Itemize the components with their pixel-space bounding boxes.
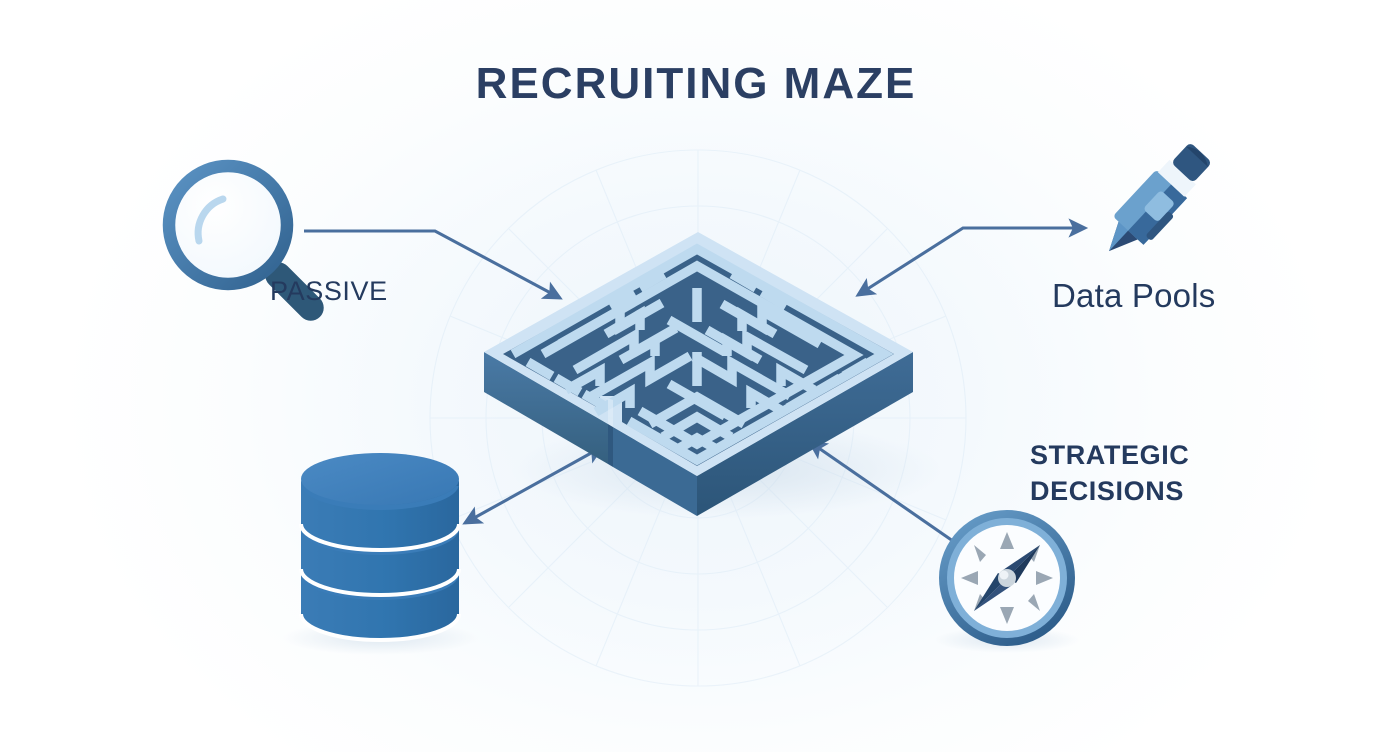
compass-needle-south-b — [974, 573, 1007, 611]
magnifier-icon[interactable] — [162, 159, 329, 326]
connector-passive-to-maze — [304, 229, 563, 300]
maze-slab[interactable] — [484, 232, 913, 516]
maze-side-notch — [608, 424, 613, 467]
page-title: RECRUITING MAZE — [475, 59, 917, 108]
compass-icon[interactable] — [939, 510, 1075, 646]
maze-side-bottom — [613, 427, 697, 516]
pen-band — [1157, 159, 1196, 197]
pen-tip-light — [1109, 219, 1130, 252]
maze-entrance-notch — [600, 396, 613, 427]
label-strategic-line-1: STRATEGIC — [1030, 440, 1190, 470]
label-strategic-decisions: STRATEGIC DECISIONS — [1030, 437, 1189, 509]
magnifier-ring — [162, 159, 294, 291]
database-icon[interactable] — [299, 453, 461, 642]
connector-compass-to-maze — [807, 440, 964, 550]
maze-corridors — [510, 243, 894, 466]
label-passive: PASSIVE — [270, 276, 388, 306]
connector-maze-to-data-pools — [855, 218, 1089, 297]
pen-grip — [1144, 191, 1174, 221]
compass-needle-north-b — [1007, 545, 1040, 583]
compass-needle-south — [974, 578, 1011, 611]
connector-database-to-maze — [462, 445, 605, 525]
compass-hub-highlight — [999, 570, 1009, 580]
compass-needle-north — [1003, 545, 1040, 578]
label-data-pools: Data Pools — [1052, 277, 1216, 314]
maze-side-left — [484, 352, 608, 464]
database-top — [301, 453, 459, 505]
magnifier-handle — [265, 262, 324, 321]
maze-side-right — [697, 352, 913, 516]
label-strategic-line-2: DECISIONS — [1030, 476, 1184, 506]
pen-icon[interactable] — [1094, 138, 1219, 267]
magnifier-lens — [175, 172, 281, 278]
magnifier-highlight — [194, 195, 227, 245]
pen-clip — [1146, 212, 1174, 240]
